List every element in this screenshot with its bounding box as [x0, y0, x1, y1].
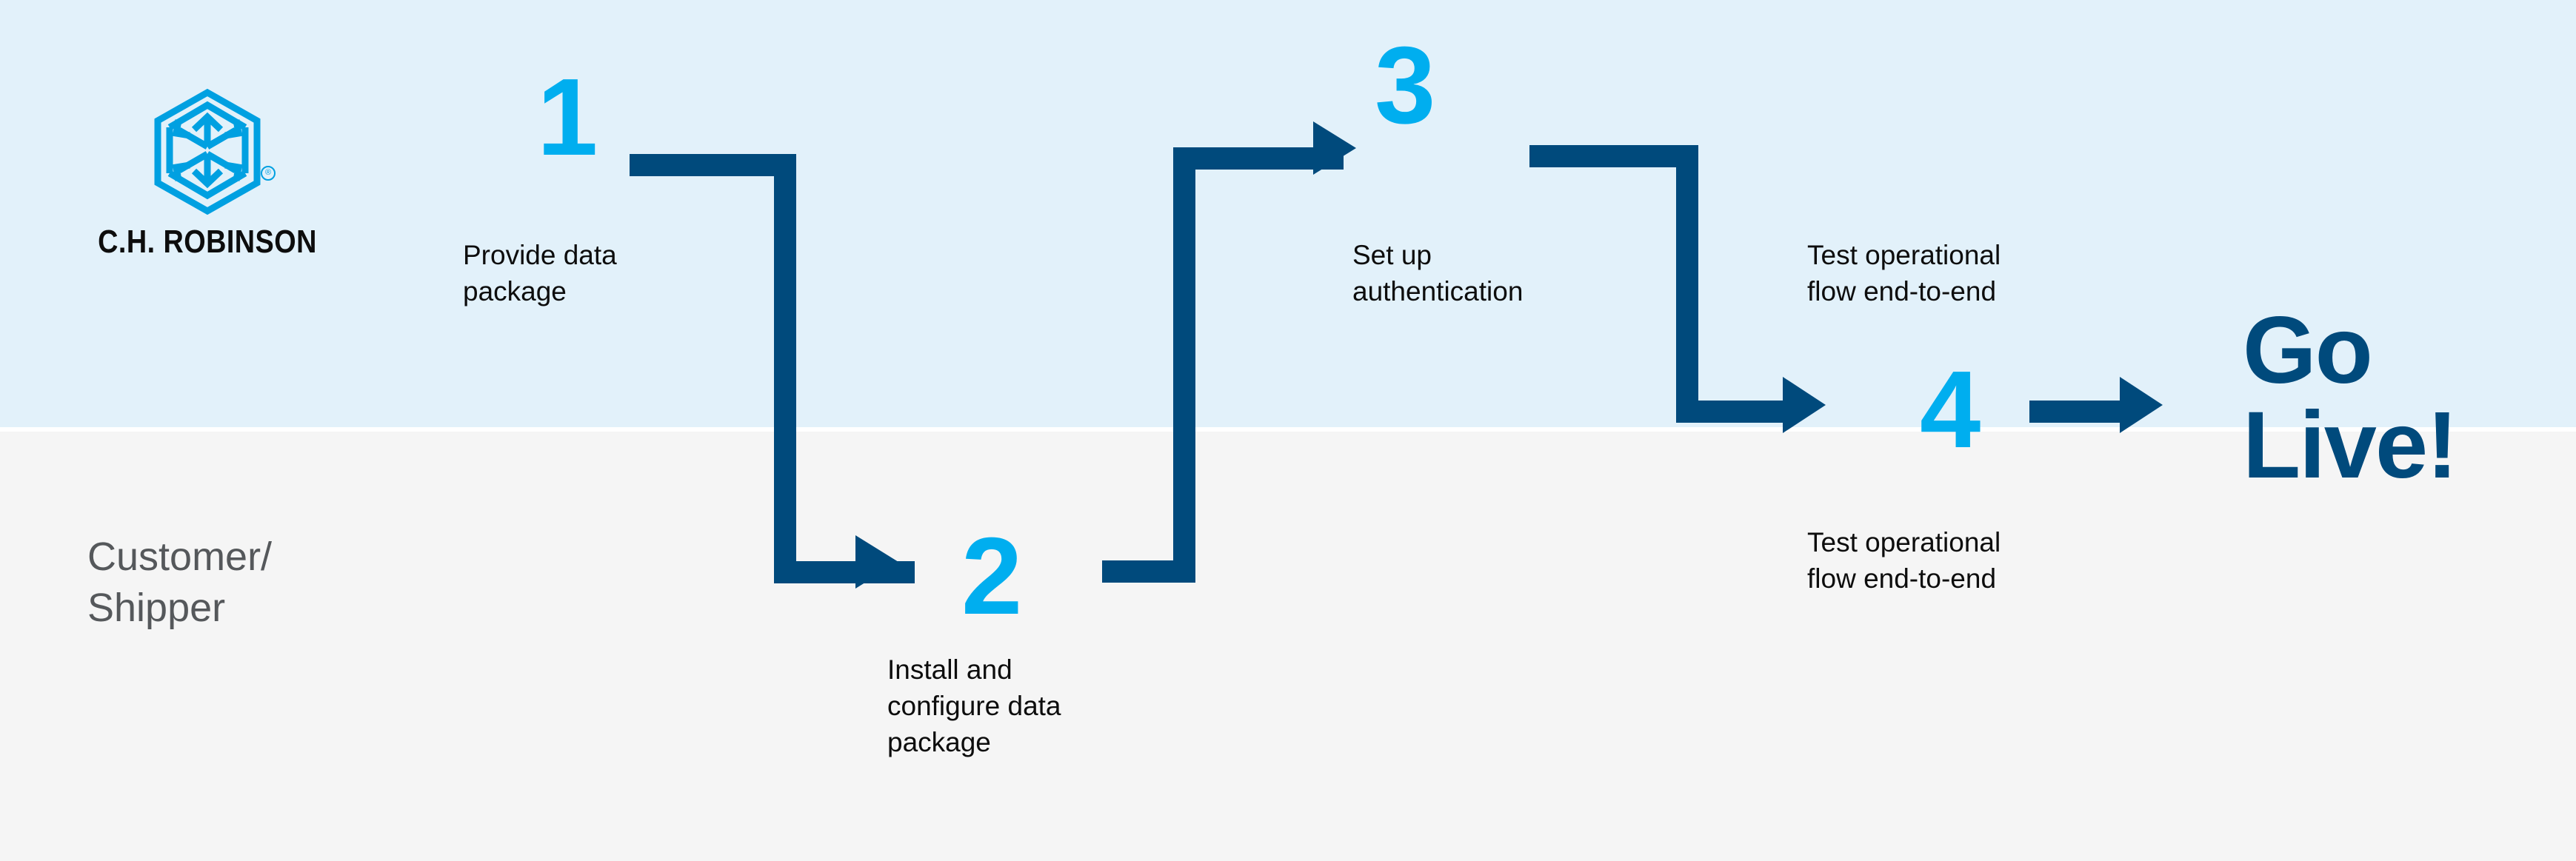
- connector-3-4-horizontal-top: [1529, 145, 1698, 167]
- step-number-2: 2: [961, 515, 1022, 637]
- step-label-1: Provide data package: [463, 240, 617, 307]
- step-label-2: Install and configure data package: [887, 654, 1061, 758]
- connector-3-4-arrowhead-icon: [1783, 377, 1826, 433]
- connector-1-2-arrowhead-icon: [855, 535, 898, 589]
- go-live-label: Go Live!: [2243, 298, 2458, 498]
- connector-3-4-horizontal-bottom: [1676, 401, 1787, 423]
- lane-label-customer-shipper: Customer/ Shipper: [87, 535, 273, 631]
- step-number-3: 3: [1375, 24, 1435, 147]
- step-label-3: Set up authentication: [1352, 240, 1524, 307]
- connector-1-2-horizontal-top: [630, 154, 796, 176]
- step-label-4: Test operational flow end-to-end: [1807, 527, 2001, 594]
- connector-4-golive-horizontal: [2029, 401, 2126, 423]
- note-label-test-operational-flow: Test operational flow end-to-end: [1807, 240, 2001, 307]
- connector-2-3-arrowhead-icon: [1313, 121, 1356, 175]
- connector-4-golive-arrowhead-icon: [2120, 377, 2163, 433]
- step-number-1: 1: [537, 56, 598, 178]
- brand-wordmark: C.H. ROBINSON: [98, 224, 317, 260]
- brand-logo: ® C.H. ROBINSON: [74, 88, 341, 311]
- step-number-4: 4: [1920, 349, 1981, 471]
- connector-1-2-vertical: [774, 154, 796, 583]
- partner-lane-band: [0, 0, 2576, 427]
- registered-trademark-icon: ®: [261, 166, 276, 181]
- connector-3-4-vertical: [1676, 145, 1698, 423]
- connector-2-3-vertical: [1173, 147, 1195, 583]
- hexagon-cube-arrows-icon: [152, 88, 263, 215]
- customer-lane-band: [0, 432, 2576, 861]
